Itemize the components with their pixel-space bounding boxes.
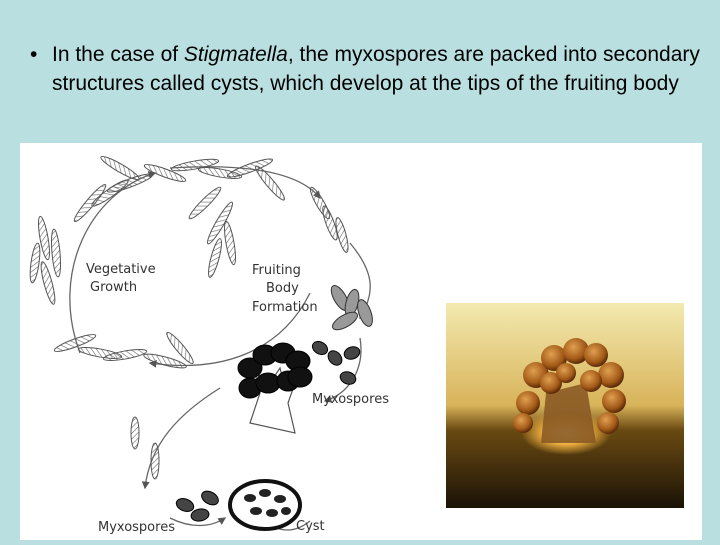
label-formation: Formation (252, 300, 318, 315)
bullet-body: In the case of Stigmatella, the myxospor… (52, 40, 710, 98)
genus-name: Stigmatella (183, 43, 288, 66)
myxospore-cluster-bottom (175, 490, 219, 522)
fruiting-body-photo (446, 303, 684, 508)
fruiting-body-photograph (446, 303, 684, 508)
bullet-marker: • (30, 43, 38, 66)
label-myxospores-bottom: Myxospores (98, 520, 175, 535)
germinating-cells (130, 416, 160, 480)
myxospore-cluster-right (311, 340, 361, 385)
text-before: In the case of (52, 43, 184, 66)
text-after: , the myxospores are packed into seconda… (52, 43, 700, 95)
label-fruiting: Fruiting (252, 263, 301, 278)
bullet-text: • In the case of Stigmatella, the myxosp… (30, 40, 710, 98)
life-cycle-illustration: Vegetative Growth Fruiting Body Formatio… (29, 155, 389, 535)
label-vegetative: Vegetative (86, 262, 156, 277)
aggregating-cells (330, 285, 373, 331)
label-growth: Growth (90, 280, 137, 295)
label-myxospores-right: Myxospores (312, 392, 389, 407)
vegetative-cells (29, 155, 349, 369)
label-cyst: Cyst (296, 519, 325, 534)
cyst (228, 479, 302, 531)
fruiting-body (237, 342, 313, 434)
label-body: Body (266, 281, 299, 296)
